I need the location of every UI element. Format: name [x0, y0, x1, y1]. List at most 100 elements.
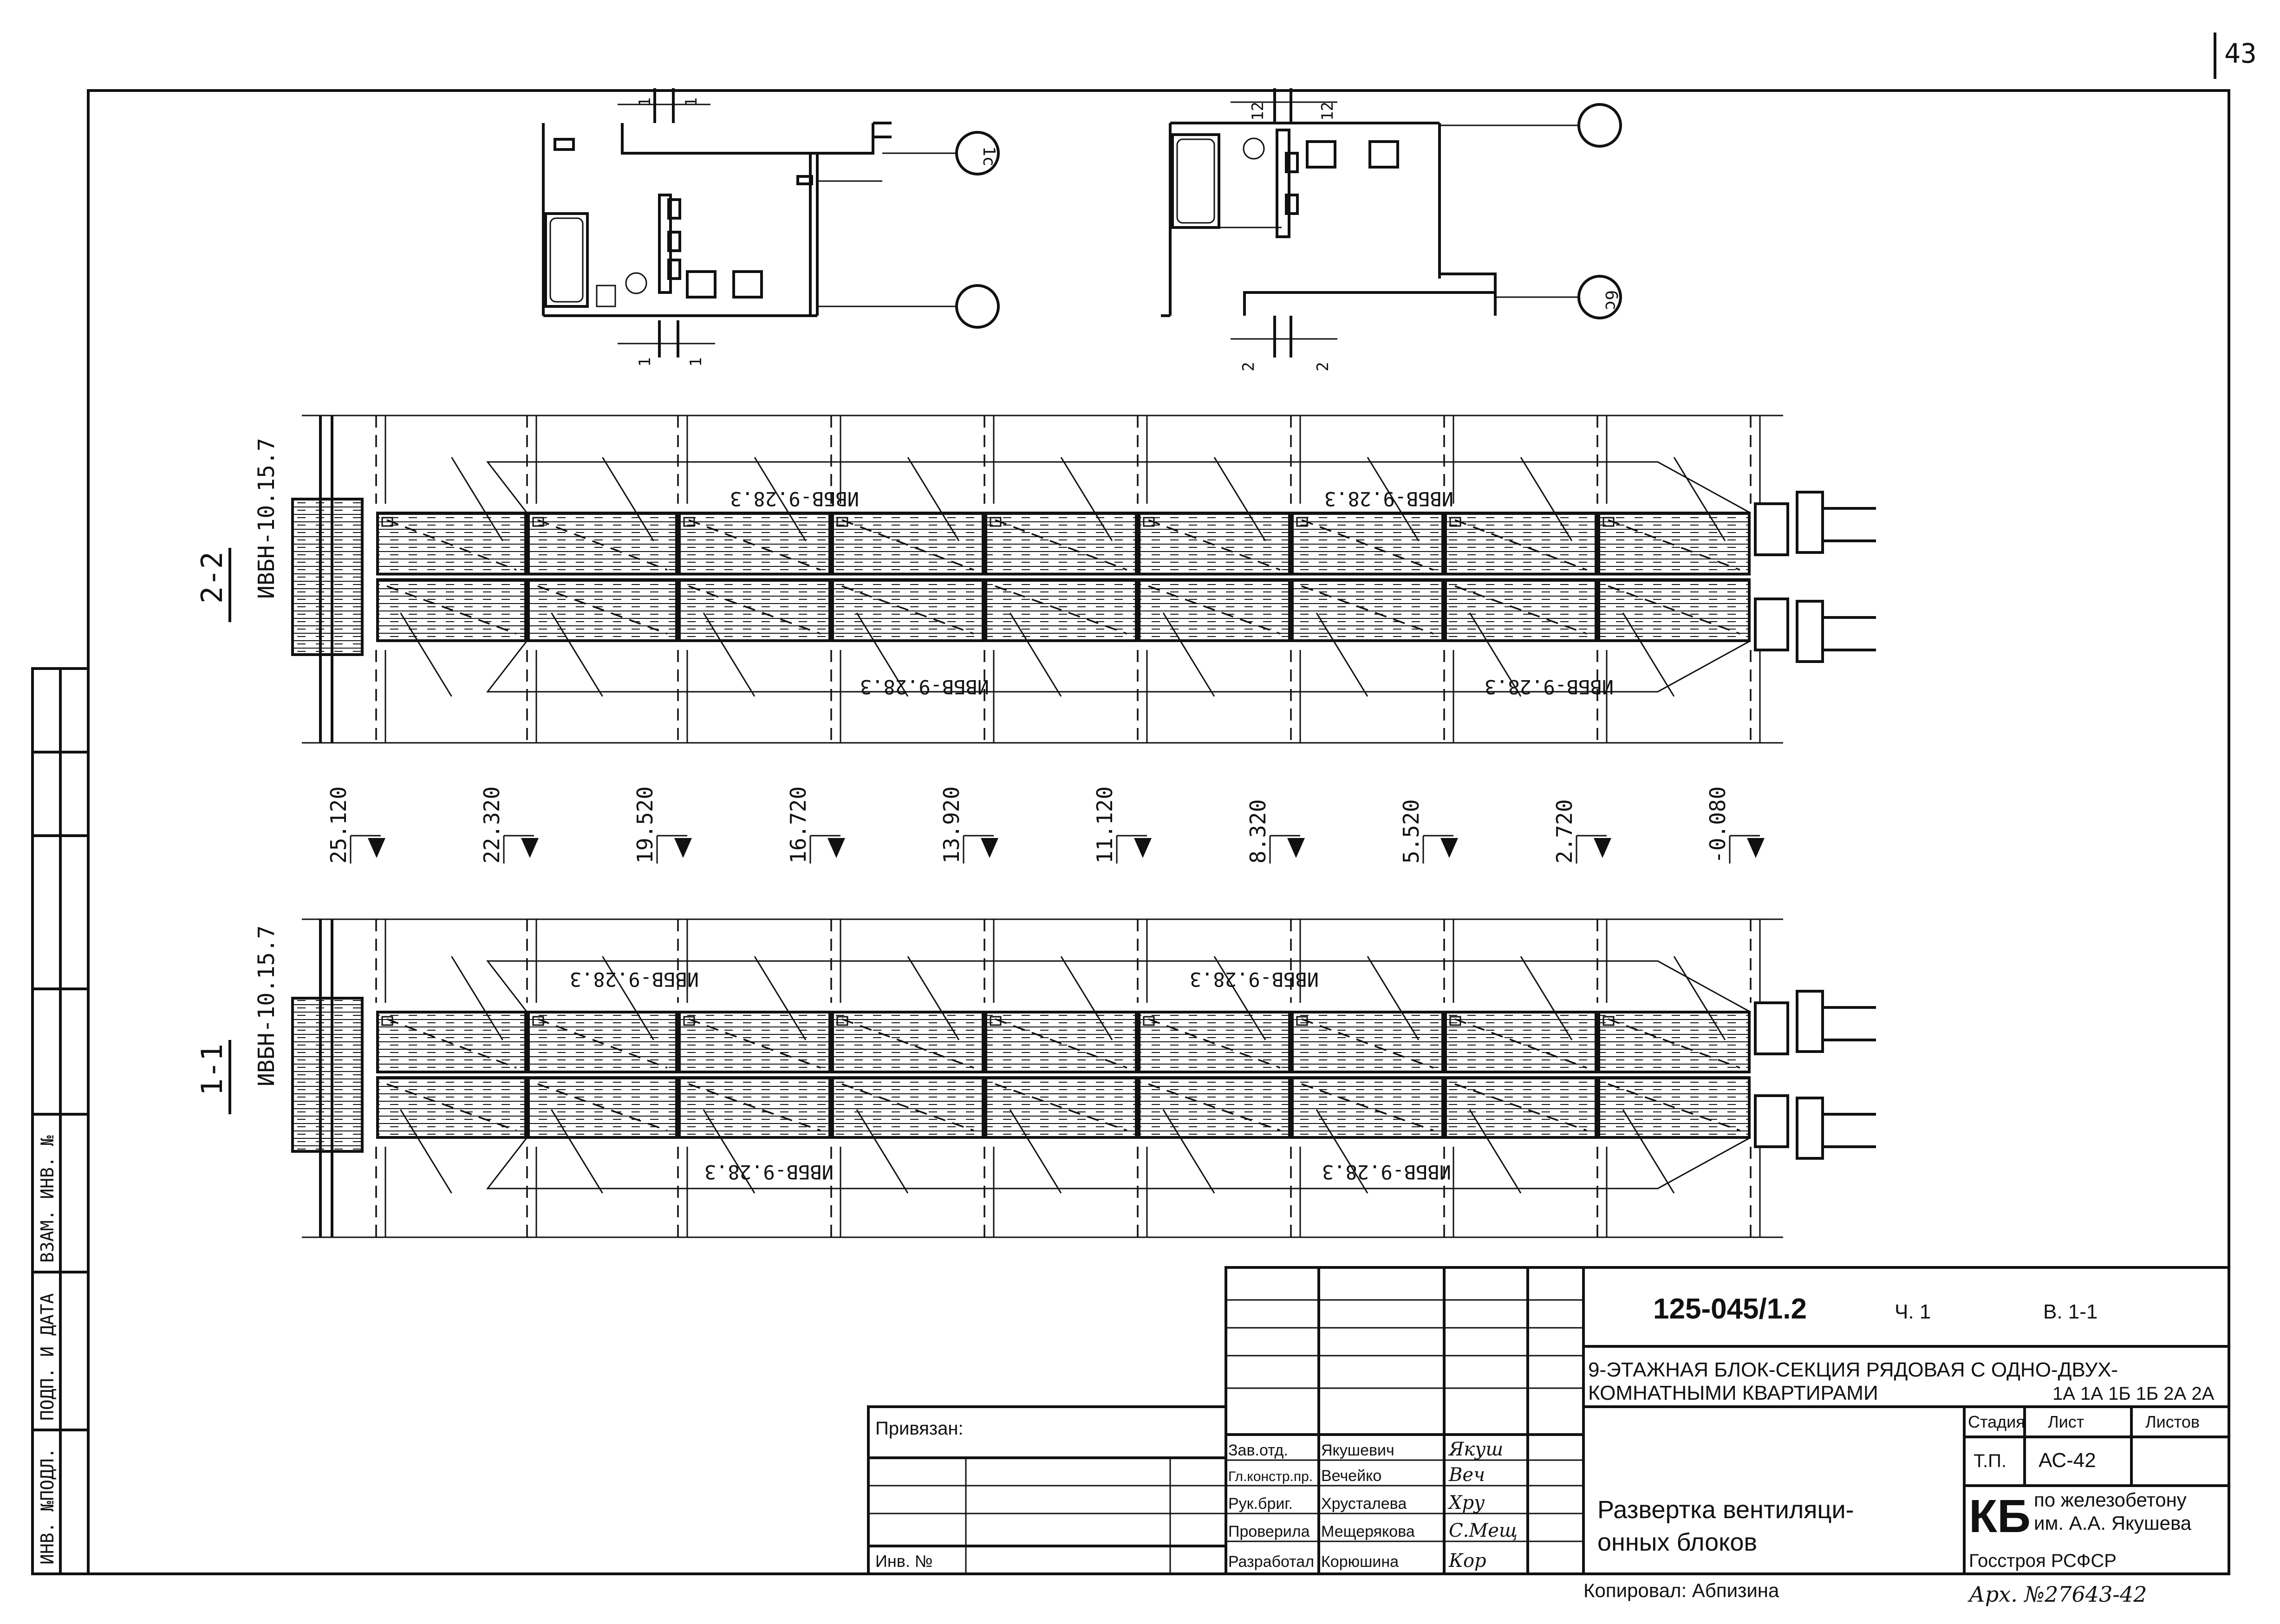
leader-line — [1367, 956, 1420, 1040]
elevation-arrow — [1134, 838, 1152, 858]
bound-label: Привязан: — [875, 1418, 964, 1439]
vent-opening — [381, 517, 393, 527]
elevation-arrow — [1287, 838, 1305, 858]
vent-channel-lower — [386, 1083, 517, 1131]
inv-label: Инв. № — [875, 1552, 933, 1571]
vent-channel-upper — [1301, 519, 1434, 571]
elevation-arrow — [827, 838, 845, 858]
staff-role-5: Разработал — [1228, 1553, 1314, 1571]
plan-left-dim-top-right: 1 — [682, 97, 701, 107]
plan-left-dim-bot-left: 1 — [636, 357, 654, 367]
staff-name-4: Мещерякова — [1321, 1523, 1415, 1540]
vent-channel-lower — [841, 1083, 974, 1131]
sheet-header: Лист — [2048, 1412, 2084, 1431]
vent-channel-upper — [995, 519, 1127, 571]
elevation-label: 16.720 — [786, 786, 811, 864]
sheet-value: АС-42 — [2039, 1449, 2096, 1472]
leader-line — [1009, 612, 1062, 697]
s11-tag-top-right: ИВБВ-9.28.3 — [1190, 968, 1319, 991]
leader-line — [451, 457, 503, 541]
vent-channel-lower — [537, 585, 668, 635]
vent-channel-lower — [1454, 585, 1587, 635]
vent-channel-upper — [1608, 519, 1740, 571]
elevation-arrow — [1440, 838, 1458, 858]
vent-channel-lower — [841, 585, 974, 635]
vent-channel-lower — [1301, 585, 1434, 635]
leader-line — [451, 956, 503, 1040]
vent-channel-upper — [688, 519, 821, 571]
vent-channel-lower — [995, 585, 1127, 635]
vent-opening — [990, 517, 1002, 527]
staff-signature-1: Якуш — [1448, 1439, 1503, 1460]
leader-line — [907, 457, 960, 541]
org-logo: КБ — [1969, 1490, 2031, 1542]
vent-opening — [836, 517, 848, 527]
elevation-arrow — [674, 838, 692, 858]
end-cap-upper — [1796, 491, 1824, 554]
leader-line — [400, 1109, 452, 1194]
copied-by: Копировал: Абпизина — [1583, 1579, 1779, 1601]
leader-line — [551, 612, 603, 697]
vent-channel-upper — [1148, 1018, 1281, 1069]
end-unit-lower — [1754, 598, 1789, 651]
leader-line — [1162, 612, 1215, 697]
vent-channel-lower — [1148, 585, 1281, 635]
leader-line — [1469, 1109, 1522, 1194]
leader-line — [1520, 457, 1573, 541]
leader-line — [1162, 1109, 1215, 1194]
leader-line — [703, 1109, 756, 1194]
vent-opening — [1449, 517, 1461, 527]
vent-channel-lower — [386, 585, 517, 635]
org-line-3: Госстроя РСФСР — [1969, 1551, 2117, 1571]
end-unit-upper — [1754, 502, 1789, 556]
elevation-label: 5.520 — [1399, 799, 1424, 864]
side-stamp-sign: ПОДП. И ДАТА — [37, 1293, 58, 1421]
staff-signature-5: Кор — [1448, 1550, 1486, 1572]
staff-signature-4: С.Мещ — [1449, 1520, 1518, 1541]
vent-channel-upper — [1608, 1018, 1740, 1069]
leader-line — [1213, 956, 1266, 1040]
leader-line — [907, 956, 960, 1040]
section-2-2 — [291, 415, 1876, 744]
leader-line — [754, 457, 807, 541]
section-2-2-label: 2-2 — [195, 552, 229, 604]
vent-channel-upper — [688, 1018, 821, 1069]
vent-channel-lower — [537, 1083, 668, 1131]
leader-line — [1316, 1109, 1368, 1194]
vent-channel-upper — [1301, 1018, 1434, 1069]
vent-channel-upper — [537, 1018, 668, 1069]
leader-line — [703, 612, 756, 697]
description-line-1: 9-ЭТАЖНАЯ БЛОК-СЕКЦИЯ РЯДОВАЯ С ОДНО-ДВУ… — [1588, 1358, 2118, 1381]
staff-role-2: Гл.констр.пр. — [1228, 1469, 1313, 1484]
leader-line — [1316, 612, 1368, 697]
vent-channel-upper — [841, 519, 974, 571]
vent-opening — [1296, 1016, 1308, 1026]
end-cap-upper — [1796, 990, 1824, 1053]
vent-channel-upper — [386, 519, 517, 571]
vent-channel-lower — [688, 1083, 821, 1131]
elevation-label: 22.320 — [479, 786, 504, 864]
vent-opening — [683, 1016, 695, 1026]
section-2-2-label-group: 2-2 ИВБН-10.15.7 — [195, 438, 280, 622]
vent-opening — [1143, 1016, 1155, 1026]
leader-line — [856, 1109, 909, 1194]
vent-opening — [381, 1016, 393, 1026]
leader-line — [1213, 457, 1266, 541]
s11-tag-bottom-right: ИВБВ-9.28.3 — [1322, 1161, 1451, 1183]
plan-right-dim-bot-left: 2 — [1239, 362, 1258, 371]
elevation-label: 25.120 — [326, 786, 351, 864]
end-unit-upper — [1754, 1001, 1789, 1055]
plan-right: 6с 12 12 2 2 — [1161, 88, 1622, 371]
plan-right-dim-top-right: 12 — [1318, 102, 1337, 121]
vent-opening — [990, 1016, 1002, 1026]
staff-name-2: Вечейко — [1321, 1467, 1381, 1485]
plan-left-dim-bot-right: 1 — [687, 357, 705, 367]
elevation-label: 13.920 — [939, 786, 964, 864]
s22-tag-bottom-left: ИВБВ-9.28.3 — [860, 676, 989, 698]
end-unit-lower — [1754, 1094, 1789, 1148]
leader-line — [856, 612, 909, 697]
leader-line — [551, 1109, 603, 1194]
sheets-header: Листов — [2145, 1412, 2200, 1431]
tag-leader-top — [486, 960, 1751, 1013]
